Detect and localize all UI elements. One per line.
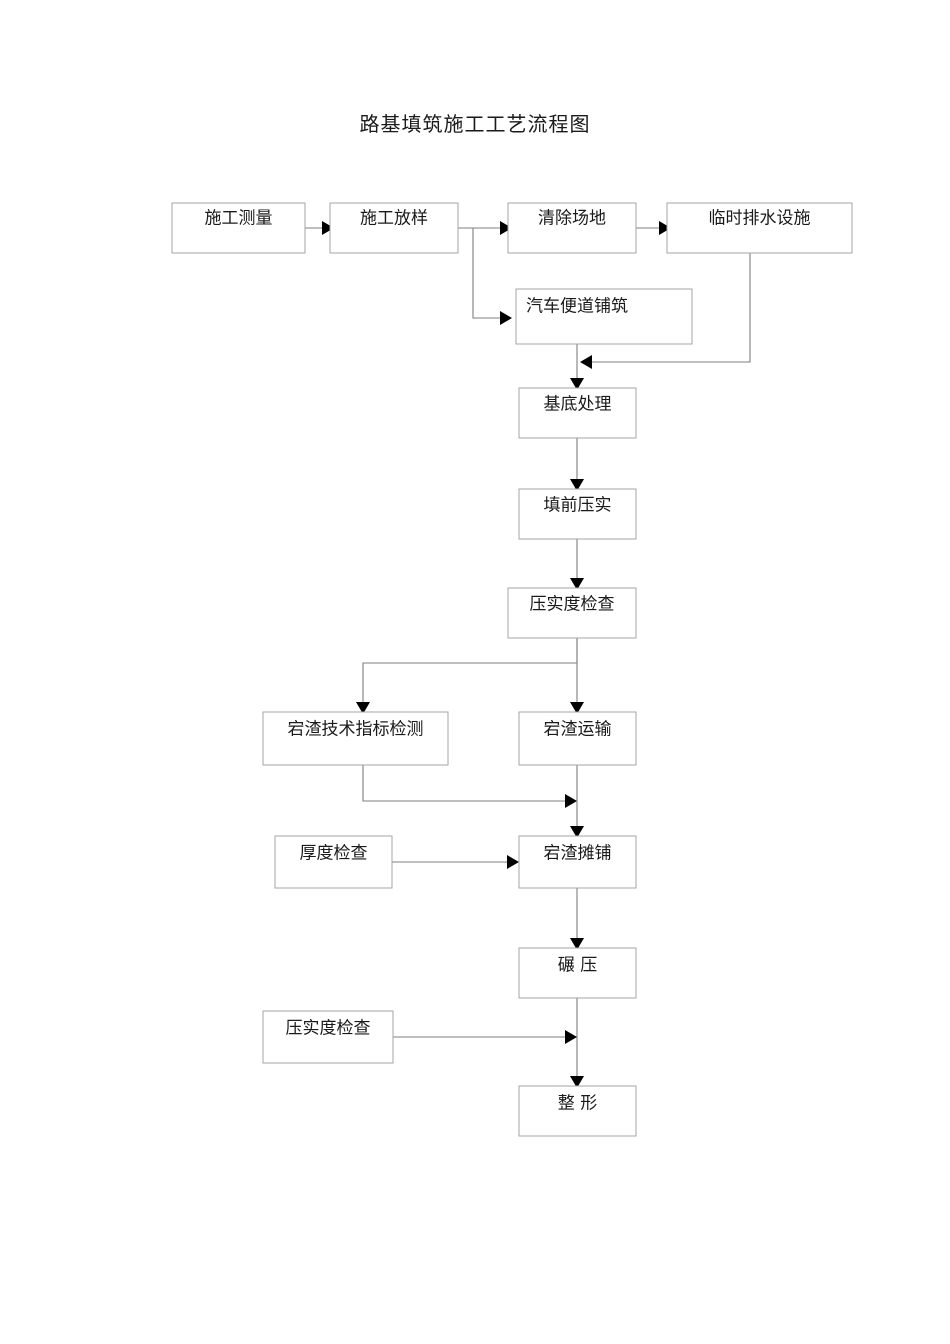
node-label: 基底处理: [544, 395, 612, 415]
node-label: 整 形: [558, 1094, 597, 1114]
edge-n1-n2: [305, 221, 334, 235]
edge-n7-n8: [570, 539, 584, 590]
edge-n2-n3: [458, 221, 512, 235]
node-label: 压实度检查: [530, 595, 615, 615]
connector-layer: [305, 221, 751, 1088]
node-宕渣技术指标检测[interactable]: 宕渣技术指标检测: [262, 711, 449, 766]
node-宕渣摊铺[interactable]: 宕渣摊铺: [518, 835, 637, 889]
edge-n5-n6: [570, 344, 584, 390]
node-施工测量[interactable]: 施工测量: [171, 202, 306, 254]
node-label: 临时排水设施: [709, 209, 811, 229]
node-汽车便道铺筑[interactable]: 汽车便道铺筑: [515, 288, 693, 345]
node-清除场地[interactable]: 清除场地: [507, 202, 637, 254]
edge-n6-n7: [570, 438, 584, 491]
node-压实度检查-下[interactable]: 压实度检查: [262, 1010, 394, 1064]
edge-n11-n12: [392, 855, 519, 869]
node-label: 施工放样: [360, 209, 428, 229]
node-压实度检查-上[interactable]: 压实度检查: [507, 587, 637, 639]
node-label: 厚度检查: [300, 844, 368, 864]
node-临时排水设施[interactable]: 临时排水设施: [666, 202, 853, 254]
node-label: 宕渣运输: [544, 720, 612, 740]
edge-n9-trunk: [362, 765, 577, 808]
node-label: 施工测量: [205, 209, 273, 229]
node-layer: 施工测量 施工放样 清除场地 临时排水设施 汽车便道铺筑 基底处理: [171, 202, 853, 1137]
edge-n10-n12: [570, 765, 584, 838]
node-label: 宕渣技术指标检测: [288, 720, 424, 740]
node-label: 汽车便道铺筑: [526, 297, 628, 317]
edge-n13-n15: [570, 998, 584, 1088]
edge-n8-n10: [570, 638, 584, 714]
node-label: 碾 压: [558, 956, 597, 976]
node-宕渣运输[interactable]: 宕渣运输: [518, 711, 637, 766]
node-厚度检查[interactable]: 厚度检查: [274, 835, 393, 889]
node-施工放样[interactable]: 施工放样: [329, 202, 459, 254]
edge-n12-n13: [570, 888, 584, 950]
edge-n2-n5: [472, 228, 512, 325]
node-label: 填前压实: [544, 496, 612, 516]
node-label: 宕渣摊铺: [544, 844, 612, 864]
node-基底处理[interactable]: 基底处理: [518, 387, 637, 439]
node-碾压[interactable]: 碾 压: [518, 947, 637, 999]
node-label: 压实度检查: [286, 1019, 371, 1039]
edge-n14-n15: [393, 1030, 577, 1044]
page-title: 路基填筑施工工艺流程图: [359, 112, 591, 136]
edge-n4-merge: [580, 253, 751, 369]
edge-n8-n9: [356, 638, 578, 714]
node-label: 清除场地: [538, 209, 606, 229]
node-填前压实[interactable]: 填前压实: [518, 488, 637, 540]
node-整形[interactable]: 整 形: [518, 1085, 637, 1137]
edge-n3-n4: [636, 221, 671, 235]
